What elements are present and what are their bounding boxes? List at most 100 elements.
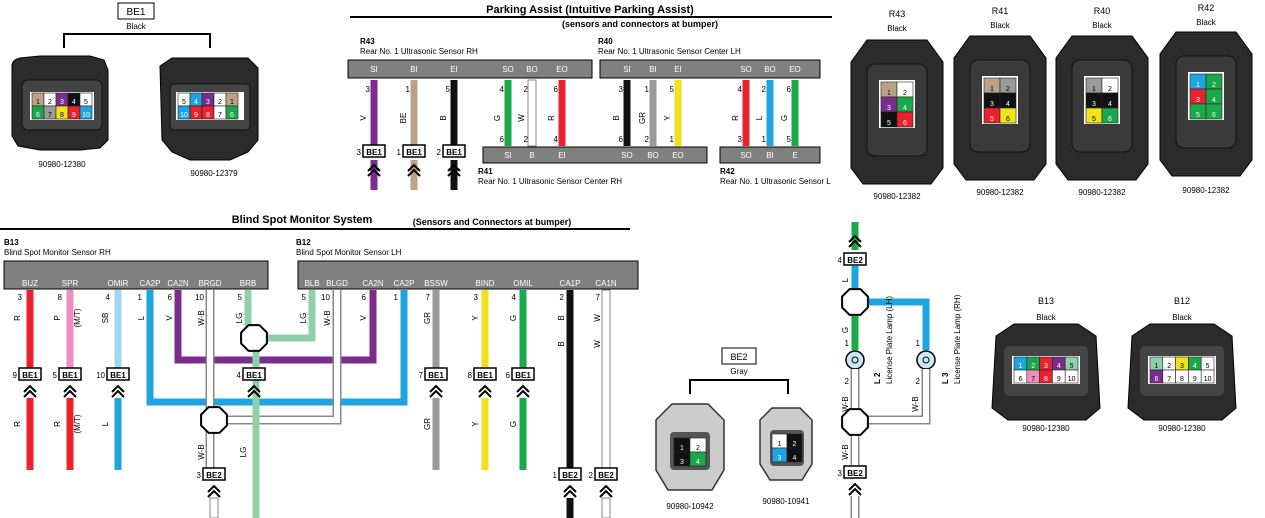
pin-label: EO: [556, 65, 568, 74]
be1-right-part-number: 90980-12379: [190, 169, 238, 178]
wire-code: G: [493, 115, 502, 121]
arrow-icon: [367, 168, 381, 177]
svg-text:R40: R40: [1094, 6, 1111, 16]
pin-label: EI: [450, 65, 458, 74]
arrow-icon: [111, 384, 125, 393]
pin-number: 7: [419, 371, 424, 380]
pin-number: 3: [197, 471, 202, 480]
pin-number: 6: [1212, 112, 1216, 119]
pin-label: BI: [766, 151, 774, 160]
svg-text:Black: Black: [887, 24, 908, 33]
pin-number: 2: [1031, 363, 1035, 370]
pin-number: 1: [680, 445, 684, 452]
arrow-icon: [247, 389, 261, 398]
pin-cell: [79, 105, 93, 120]
wire-wb2: [869, 369, 929, 423]
svg-text:90980-12382: 90980-12382: [1078, 188, 1126, 197]
pin-label: BRB: [240, 279, 256, 288]
pin-number: 4: [194, 99, 198, 106]
pin-number: 1: [990, 86, 994, 93]
wire-code: L: [137, 315, 146, 320]
pin-label: BI: [649, 65, 657, 74]
pin-number: 10: [82, 112, 90, 119]
pin-number: 2: [645, 135, 650, 144]
pin-cell: [1101, 107, 1119, 124]
pin-label: BLB: [304, 279, 319, 288]
pin-label: B: [529, 151, 534, 160]
pin-number: 2: [916, 377, 921, 386]
pin-number: 2: [696, 445, 700, 452]
pin-number: 4: [554, 135, 559, 144]
wire-code: R: [53, 421, 62, 427]
pin-number: 2: [589, 471, 594, 480]
pin-number: 2: [437, 148, 442, 157]
pin-number: 4: [696, 459, 700, 466]
pin-cell: [225, 105, 239, 120]
pin-number: 1: [1154, 363, 1158, 370]
wire-lg-b12: [252, 290, 316, 518]
pin-number: 7: [426, 293, 431, 302]
pin-number: 4: [903, 105, 907, 112]
connector-box: [202, 467, 226, 481]
connector-box: [473, 367, 497, 381]
wire-code: W-B: [197, 310, 206, 325]
wire-code: B: [612, 115, 621, 120]
pin-number: 4: [237, 371, 242, 380]
pin-number: 1: [670, 135, 675, 144]
connector-label: BE1: [62, 371, 78, 380]
arrow-icon: [599, 489, 613, 498]
wire-code: (M/T): [73, 308, 82, 327]
connector-box: [843, 252, 867, 266]
svg-text:R42: R42: [720, 167, 735, 176]
svg-text:Black: Black: [1172, 313, 1193, 322]
svg-text:R41: R41: [478, 167, 493, 176]
pin-number: 8: [468, 371, 473, 380]
lamp-l3-code: L 3: [941, 372, 950, 384]
arrow-icon: [516, 389, 530, 398]
connector-box: [558, 467, 582, 481]
pin-number: 5: [1206, 363, 1210, 370]
connector-label: BE1: [110, 371, 126, 380]
svg-text:90980-12380: 90980-12380: [1158, 424, 1206, 433]
pin-number: 2: [560, 293, 565, 302]
pin-number: 3: [838, 469, 843, 478]
wire-code: W: [593, 340, 602, 348]
pin-number: 3: [778, 455, 782, 462]
pin-number: 5: [1092, 116, 1096, 123]
pin-number: 10: [1204, 376, 1212, 383]
svg-text:R43: R43: [360, 37, 375, 46]
arrow-icon: [563, 484, 577, 493]
pin-number: 4: [106, 293, 111, 302]
splice-wb-icon: [200, 406, 228, 434]
connector-box: [442, 144, 466, 158]
wire-r43-r41-1: [527, 79, 537, 147]
pin-number: 4: [512, 293, 517, 302]
wire-code: P: [53, 315, 62, 320]
pin-number: 4: [1108, 101, 1112, 108]
pin-number: 10: [321, 293, 330, 302]
connector-label: BE2: [562, 471, 578, 480]
pin-number: 2: [1167, 363, 1171, 370]
pin-label: OMIR: [108, 279, 129, 288]
pin-label: BO: [526, 65, 538, 74]
svg-text:90980-12382: 90980-12382: [976, 188, 1024, 197]
pin-number: 3: [738, 135, 743, 144]
pin-number: 4: [738, 85, 743, 94]
wire-ca1n: [601, 289, 611, 469]
be1-color: Black: [126, 22, 147, 31]
arrow-icon: [447, 163, 461, 172]
pin-number: 5: [887, 120, 891, 127]
wire-code: B: [439, 115, 448, 120]
pin-number: 3: [366, 85, 371, 94]
pin-number: 2: [524, 135, 529, 144]
arrow-icon: [207, 489, 221, 498]
svg-text:B12: B12: [296, 238, 311, 247]
pin-number: 6: [1108, 116, 1112, 123]
pin-label: SI: [623, 65, 631, 74]
wire-ca2n-loop: [174, 290, 377, 364]
connector-label: BE1: [366, 148, 382, 157]
pin-cell: [689, 451, 707, 467]
connector-label: BE2: [206, 471, 222, 480]
